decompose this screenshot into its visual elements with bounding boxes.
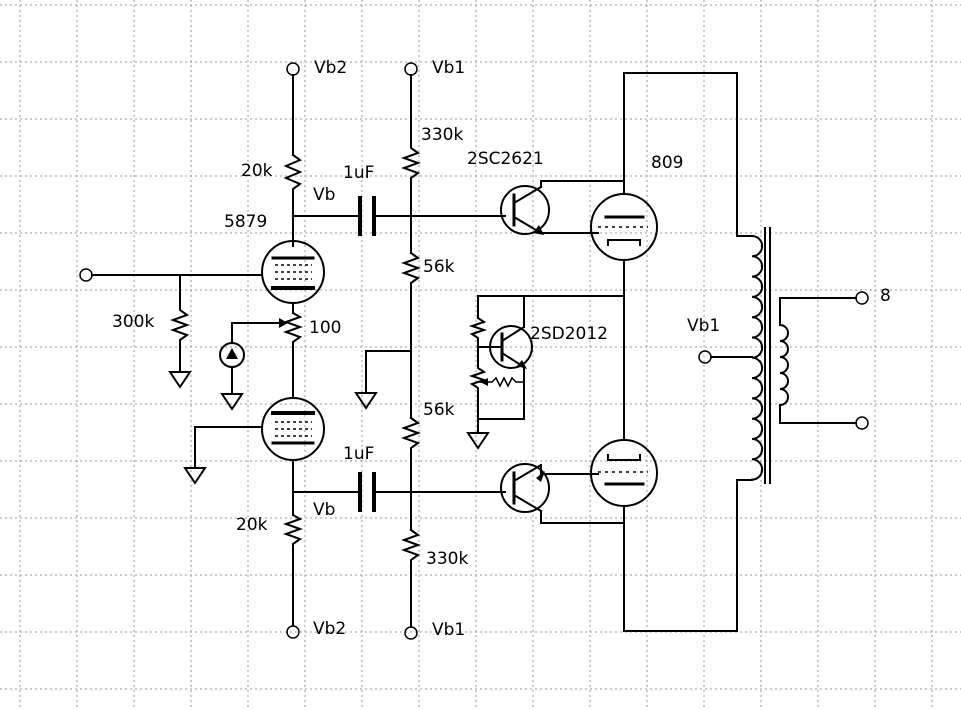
pot-2sd2012 bbox=[478, 376, 524, 388]
input-terminal bbox=[79, 268, 263, 282]
wire-2sc2621-collector bbox=[540, 180, 625, 188]
pot-wiper bbox=[231, 322, 283, 344]
tube-5879-bottom bbox=[261, 397, 325, 461]
resistor-300k bbox=[170, 274, 190, 373]
resistor-56k-top bbox=[401, 251, 421, 419]
vb1-top-terminal bbox=[404, 62, 418, 76]
pot-2sd2012-arrow bbox=[480, 378, 488, 386]
label-330k-top: 330k bbox=[421, 125, 464, 145]
label-809: 809 bbox=[651, 153, 684, 173]
label-vb-bottom: Vb bbox=[313, 500, 336, 520]
resistor-100 bbox=[283, 311, 303, 397]
label-56k-top: 56k bbox=[423, 257, 455, 277]
ground-300k bbox=[168, 371, 192, 389]
label-2sc2621: 2SC2621 bbox=[467, 149, 544, 169]
label-1uf-bottom: 1uF bbox=[343, 444, 375, 464]
wire-809-plate-bottom bbox=[623, 479, 738, 632]
vb1-bottom-terminal bbox=[404, 626, 418, 640]
label-vb1-top: Vb1 bbox=[432, 58, 466, 78]
resistor-20k-top bbox=[283, 153, 303, 247]
label-output-8: 8 bbox=[880, 286, 891, 306]
tube-809-bottom bbox=[590, 439, 658, 507]
grid-ground-bottom bbox=[194, 426, 263, 469]
label-vb2-bottom: Vb2 bbox=[313, 619, 347, 639]
output-transformer bbox=[736, 227, 789, 484]
transistor-bottom bbox=[500, 463, 550, 513]
label-1uf-top: 1uF bbox=[343, 163, 375, 183]
divider-midpoint-ground bbox=[365, 350, 412, 394]
wire-secondary bbox=[779, 297, 857, 424]
resistor-20k-bottom bbox=[283, 513, 303, 626]
label-20k-top: 20k bbox=[241, 161, 273, 181]
tube-5879-top bbox=[261, 240, 325, 304]
output-terminal-8 bbox=[855, 291, 869, 305]
label-vb1-bottom: Vb1 bbox=[432, 620, 466, 640]
capacitor-1uf-top bbox=[358, 196, 506, 236]
label-56k-bottom: 56k bbox=[423, 400, 455, 420]
label-vb2-top: Vb2 bbox=[314, 58, 348, 78]
ground-divider bbox=[354, 392, 378, 410]
wire-bottom-transistor-e bbox=[540, 510, 625, 524]
vb2-bottom-terminal bbox=[286, 625, 300, 639]
label-300k: 300k bbox=[112, 312, 155, 332]
tube-809-top bbox=[590, 193, 658, 261]
ground-2sd2012 bbox=[466, 432, 490, 450]
label-5879: 5879 bbox=[224, 212, 268, 232]
label-100: 100 bbox=[309, 318, 342, 338]
resistor-56k-bottom bbox=[401, 416, 421, 531]
label-2sd2012: 2SD2012 bbox=[530, 324, 608, 344]
label-vb1-transformer: Vb1 bbox=[687, 316, 721, 336]
resistor-330k-bottom bbox=[401, 528, 421, 627]
wire-2sd2012-bias bbox=[468, 295, 625, 434]
vb1-transformer-terminal bbox=[698, 350, 712, 364]
label-330k-bottom: 330k bbox=[426, 549, 469, 569]
pot-wiper-arrow bbox=[279, 318, 288, 328]
resistor-330k-top bbox=[401, 74, 421, 254]
capacitor-1uf-bottom bbox=[358, 472, 506, 512]
wire-bottom-transistor-c bbox=[540, 464, 599, 475]
current-source bbox=[219, 342, 245, 411]
output-terminal-0 bbox=[855, 416, 869, 430]
vb2-top-terminal bbox=[286, 62, 300, 156]
transistor-2sc2621 bbox=[500, 185, 550, 235]
label-20k-bottom: 20k bbox=[236, 515, 268, 535]
wire-809-plate-top bbox=[623, 72, 738, 237]
label-vb-top: Vb bbox=[313, 185, 336, 205]
ground-bottom-grid bbox=[183, 467, 207, 485]
